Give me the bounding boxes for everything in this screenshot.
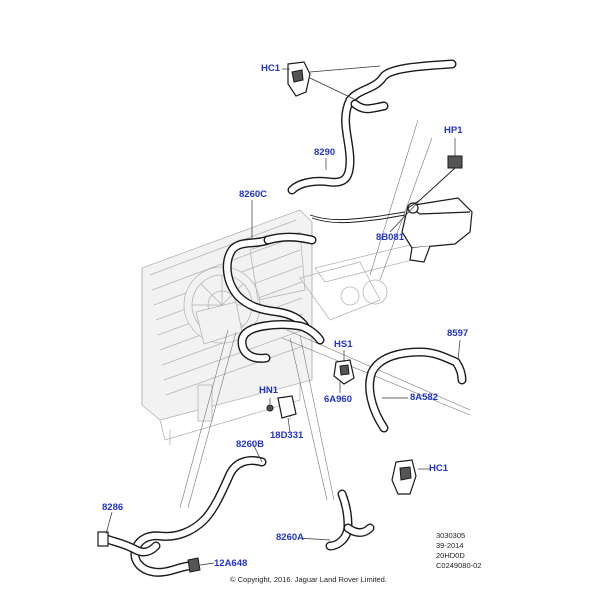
reference-line-2: 39-2014 — [436, 541, 464, 550]
callout-8597[interactable]: 8597 — [447, 328, 469, 339]
callout-hp1[interactable]: HP1 — [444, 125, 463, 136]
hose-8a582[interactable] — [365, 347, 467, 433]
bracket-18d331[interactable] — [277, 395, 297, 419]
reference-block: 3030305 39-2014 20HD0D C0249080-02 — [436, 531, 481, 571]
screw-hn1[interactable] — [266, 404, 274, 412]
callout-8260c[interactable]: 8260C — [239, 189, 267, 200]
callout-hn1[interactable]: HN1 — [259, 385, 279, 396]
callout-8260a[interactable]: 8260A — [276, 532, 304, 543]
clip-hc1-top[interactable] — [287, 61, 311, 97]
hose-8260b-lower[interactable] — [130, 456, 267, 577]
callout-8a582[interactable]: 8A582 — [410, 392, 438, 403]
hose-8286[interactable] — [97, 531, 161, 557]
hose-8260c[interactable] — [222, 232, 317, 333]
hose-8260b-upper[interactable] — [237, 320, 325, 363]
clip-hc1-bottom[interactable] — [391, 459, 417, 495]
callout-8b081[interactable]: 8B081 — [376, 232, 404, 243]
bracket-6a960[interactable] — [333, 359, 355, 385]
expansion-tank-8b081[interactable] — [401, 197, 473, 263]
clip-12a648[interactable] — [187, 557, 201, 573]
reference-line-4: C0249080-02 — [436, 561, 482, 570]
engine-background — [141, 209, 421, 445]
callout-8290[interactable]: 8290 — [314, 147, 336, 158]
callout-18d331[interactable]: 18D331 — [270, 430, 304, 441]
callout-hc1-bottom[interactable]: HC1 — [429, 463, 449, 474]
hose-8290[interactable] — [287, 59, 457, 195]
hose-8260a[interactable] — [325, 489, 375, 551]
leader-lines — [105, 65, 461, 566]
reference-line-1: 3030305 — [436, 531, 466, 540]
reference-line-3: 20HD0D — [436, 551, 465, 560]
callout-hs1[interactable]: HS1 — [334, 339, 353, 350]
callout-8260b[interactable]: 8260B — [236, 439, 264, 450]
sensor-hp1[interactable] — [447, 155, 463, 169]
copyright-text: © Copyright, 2016. Jaguar Land Rover Lim… — [230, 575, 387, 584]
callout-8286[interactable]: 8286 — [102, 502, 124, 513]
callout-6a960[interactable]: 6A960 — [324, 394, 352, 405]
callout-12a648[interactable]: 12A648 — [214, 558, 248, 569]
callout-hc1-top[interactable]: HC1 — [261, 63, 281, 74]
